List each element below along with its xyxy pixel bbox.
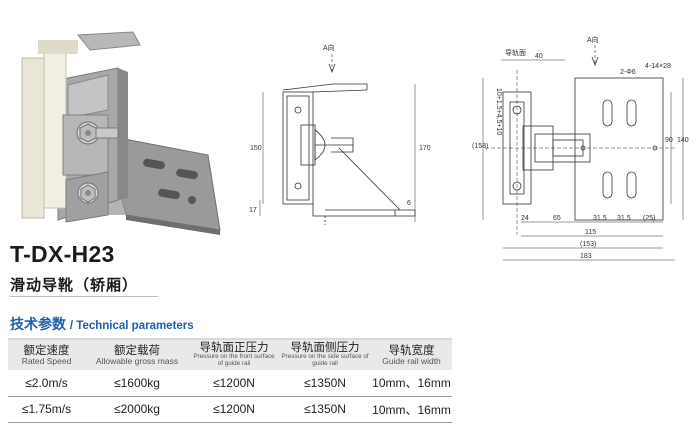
dim-6: 6: [407, 200, 411, 207]
dim-31-5-a: 31.5: [593, 215, 607, 222]
dim-40: 40: [535, 53, 543, 60]
technical-drawing: A向 A向 导轨面 40 2-Φ6 4-14×28 90 140 (158) 1…: [249, 35, 689, 261]
section-title-cn: 技术参数: [10, 316, 66, 332]
table-row: ≤1.75m/s ≤2000kg ≤1200N ≤1350N 10mm、16mm: [8, 396, 452, 423]
dim-140: 140: [677, 137, 689, 144]
dim-90: 90: [665, 137, 673, 144]
cell-speed: ≤2.0m/s: [8, 370, 85, 397]
dim-31-5-b: 31.5: [617, 215, 631, 222]
product-model: T-DX-H23: [10, 241, 115, 267]
cell-side-pressure: ≤1350N: [279, 370, 371, 397]
section-heading: 技术参数 / Technical parameters: [10, 314, 194, 334]
product-photo: [21, 31, 221, 235]
section-title-en: / Technical parameters: [69, 320, 194, 332]
cell-rail-width: 10mm、16mm: [371, 396, 452, 423]
product-name: 滑动导靴（轿厢）: [10, 277, 139, 294]
title-divider: [10, 296, 158, 297]
dim-150: 150: [250, 145, 262, 152]
cell-speed: ≤1.75m/s: [8, 396, 85, 423]
dim-24: 24: [521, 215, 529, 222]
dim-158: (158): [472, 143, 488, 150]
dim-2phi6: 2-Φ6: [620, 69, 636, 76]
table-row: ≤2.0m/s ≤1600kg ≤1200N ≤1350N 10mm、16mm: [8, 370, 452, 397]
rail-surface-label: 导轨面: [505, 48, 526, 57]
view-a-label-left: A向: [323, 43, 335, 52]
cell-mass: ≤1600kg: [85, 370, 189, 397]
dim-17: 17: [249, 207, 257, 214]
cell-front-pressure: ≤1200N: [189, 396, 279, 423]
dim-183: 183: [580, 253, 592, 260]
cell-mass: ≤2000kg: [85, 396, 189, 423]
dim-153: (153): [580, 241, 596, 248]
table-top-divider: [8, 338, 452, 340]
dim-stack: 10+1.5+4.5+10: [495, 88, 502, 135]
dim-115: 115: [585, 229, 596, 236]
dim-4holes: 4-14×28: [645, 63, 671, 70]
dim-170: 170: [419, 145, 431, 152]
cell-rail-width: 10mm、16mm: [371, 370, 452, 397]
cell-side-pressure: ≤1350N: [279, 396, 371, 423]
dim-25: (25): [643, 215, 655, 222]
view-a-label-right: A向: [587, 35, 599, 44]
dim-65: 65: [553, 215, 561, 222]
cell-front-pressure: ≤1200N: [189, 370, 279, 397]
